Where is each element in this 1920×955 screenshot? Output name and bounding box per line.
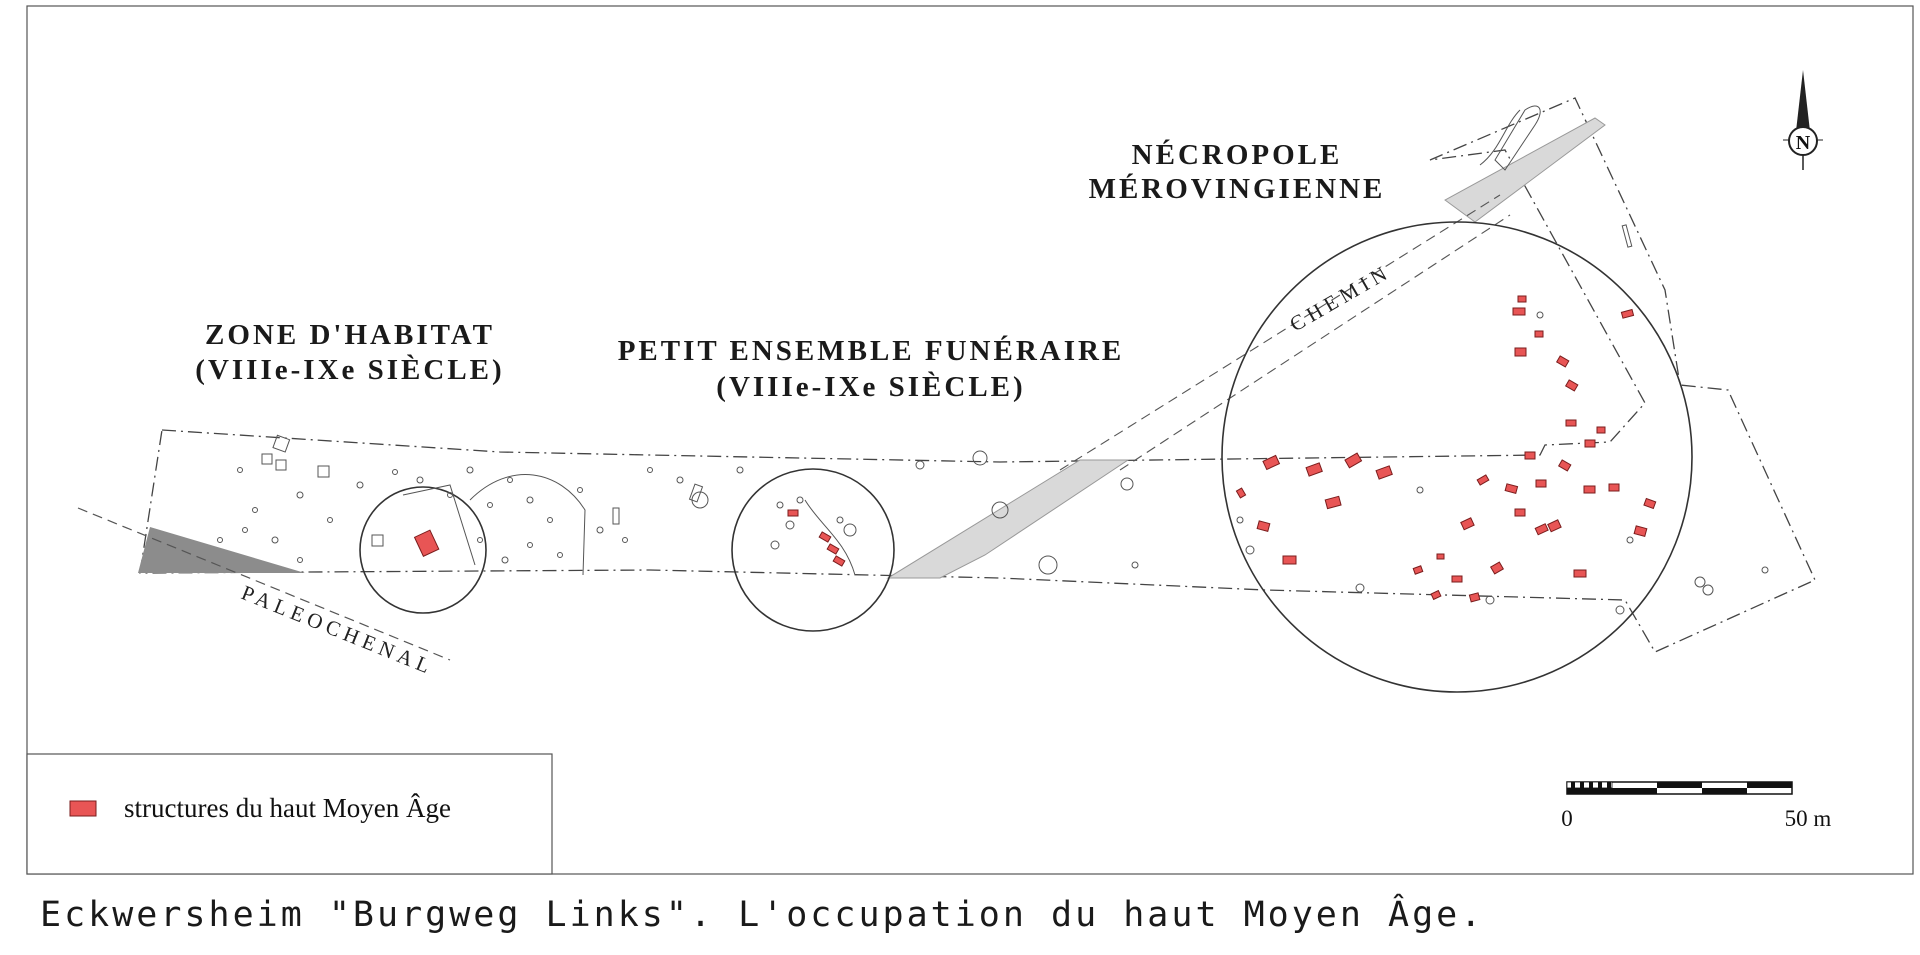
scale-end-label: 50 m (1785, 806, 1832, 831)
structure (1565, 419, 1577, 427)
structure (1608, 483, 1620, 492)
chemin-shading (1444, 117, 1606, 223)
habitat-title-line2: (VIIIe-IXe SIÈCLE) (195, 353, 504, 386)
structure (1514, 508, 1526, 517)
structure (1460, 517, 1475, 531)
chemin-line-b (1119, 214, 1511, 471)
structure (1324, 495, 1342, 510)
structure (1282, 555, 1297, 565)
paleochenal-wedge (138, 527, 305, 573)
legend: structures du haut Moyen Âge (26, 753, 553, 875)
structure (1375, 465, 1393, 480)
structure (1535, 479, 1547, 488)
structure (787, 509, 799, 517)
north-letter: N (1796, 132, 1811, 154)
necropole-title-line1: NÉCROPOLE (1132, 138, 1343, 171)
structure (1512, 307, 1526, 316)
structure (1564, 379, 1579, 392)
paleochenal-label: PALEOCHENAL (238, 580, 438, 679)
structure (1547, 519, 1562, 533)
structure (832, 555, 846, 567)
necropole-circle (1221, 221, 1693, 693)
paleochenal-line (77, 507, 451, 661)
structure (1573, 569, 1587, 578)
legend-swatch (69, 800, 97, 817)
habitat-title-line1: ZONE D'HABITAT (205, 319, 495, 351)
figure-caption: Eckwersheim "Burgweg Links". L'occupatio… (40, 895, 1485, 935)
scale-bar: 0 50 m (1561, 781, 1832, 831)
funeraire-title-line2: (VIIIe-IXe SIÈCLE) (716, 370, 1025, 403)
structure (1344, 452, 1363, 469)
structure (1235, 487, 1247, 499)
structure (1305, 462, 1323, 477)
structure (1451, 575, 1463, 583)
structure (1489, 561, 1505, 575)
chemin-label: CHEMIN (1286, 259, 1396, 336)
structure (1557, 459, 1572, 472)
north-arrow-icon: N (1783, 70, 1823, 170)
structure (1256, 520, 1271, 533)
map-border (26, 5, 1914, 875)
structure (1643, 497, 1657, 510)
structure (1583, 485, 1596, 494)
structure (1430, 589, 1442, 601)
structure (826, 543, 840, 555)
scale-start-label: 0 (1561, 806, 1573, 831)
structure (1534, 330, 1544, 338)
structure (1534, 523, 1549, 536)
structure (1476, 474, 1490, 486)
excavation-outline (139, 97, 1816, 653)
structure (1596, 426, 1606, 434)
channel-shading (886, 459, 1130, 579)
chemin-line-a (1059, 194, 1501, 471)
structure (1412, 565, 1424, 575)
funeraire-circle (731, 468, 895, 632)
structure (1584, 439, 1596, 448)
structure (1436, 553, 1445, 560)
legend-label: structures du haut Moyen Âge (124, 793, 451, 823)
structure (413, 529, 440, 558)
habitat-circle (359, 486, 487, 614)
structure (1468, 592, 1481, 603)
structure (1524, 451, 1536, 460)
structure (1555, 355, 1570, 368)
structure (1262, 454, 1281, 471)
structure (1504, 483, 1519, 495)
structure (1620, 308, 1635, 319)
structure (818, 531, 832, 543)
structure (1514, 347, 1527, 357)
minor-features (217, 105, 1769, 615)
medieval-structures (413, 295, 1657, 603)
structure (1517, 295, 1527, 303)
necropole-title-line2: MÉROVINGIENNE (1089, 172, 1386, 205)
funeraire-title-line1: PETIT ENSEMBLE FUNÉRAIRE (618, 334, 1125, 367)
structure (1633, 525, 1648, 538)
